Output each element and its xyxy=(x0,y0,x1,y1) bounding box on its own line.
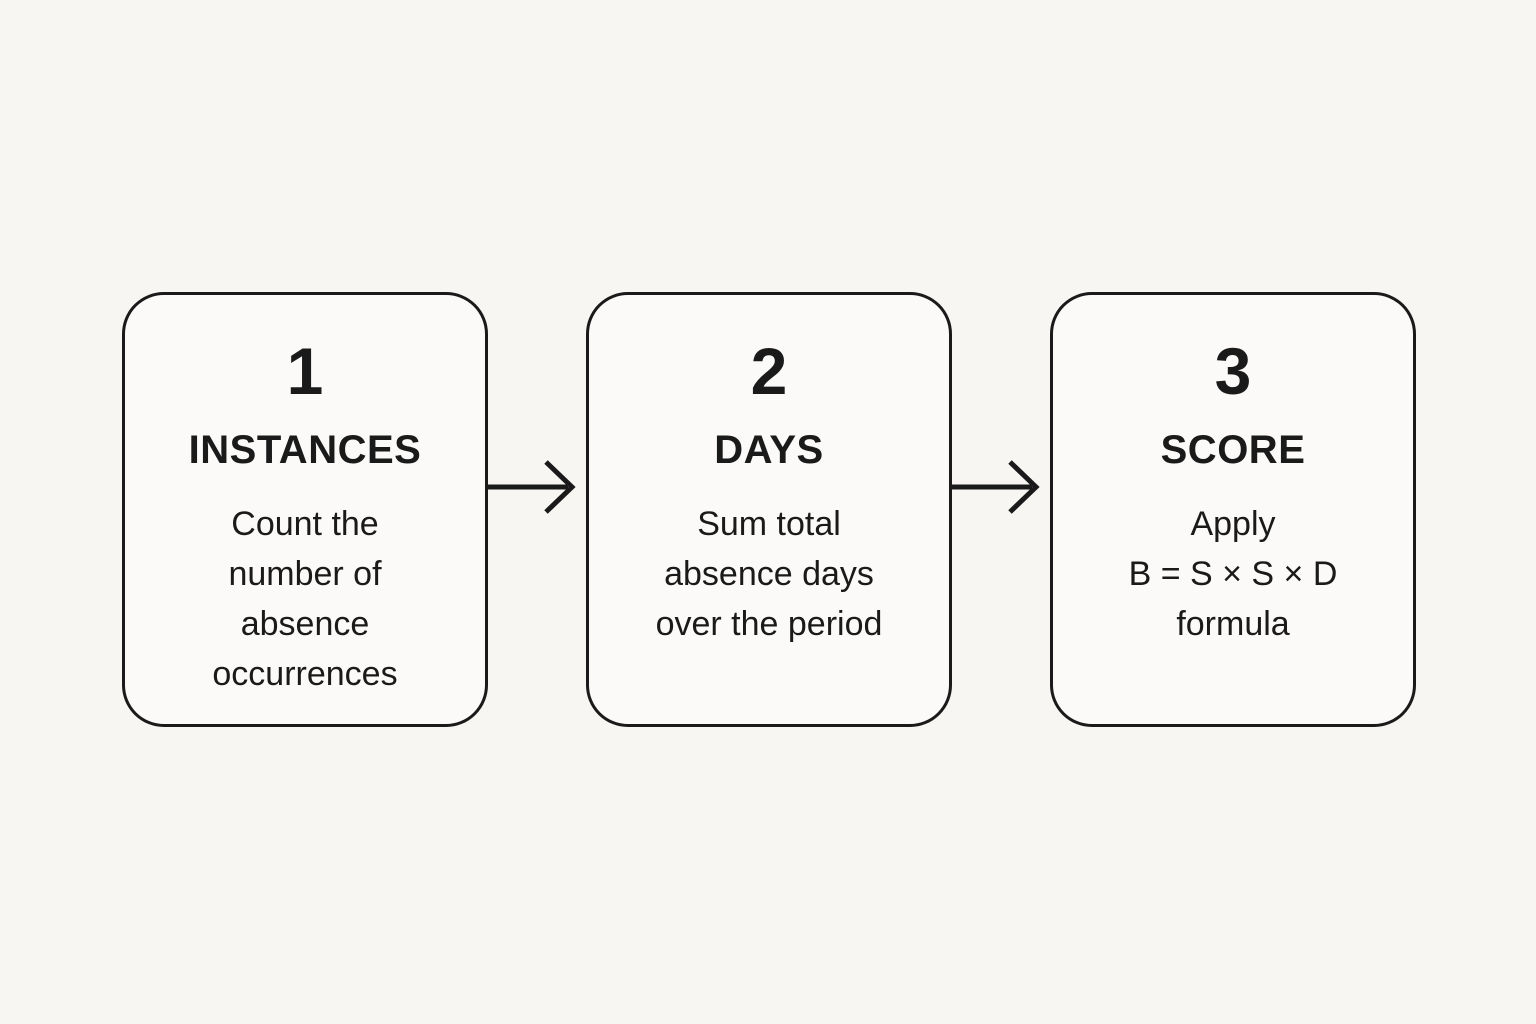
step-box-days: 2 DAYS Sum total absence days over the p… xyxy=(586,292,952,727)
step-number: 2 xyxy=(750,334,788,408)
step-box-instances: 1 INSTANCES Count the number of absence … xyxy=(122,292,488,727)
arrow-right-icon xyxy=(488,448,586,526)
step-title: SCORE xyxy=(1160,428,1306,472)
step-description: Sum total absence days over the period xyxy=(655,505,883,643)
step-box-score: 3 SCORE Apply B = S × S × D formula xyxy=(1050,292,1416,727)
step-title: INSTANCES xyxy=(188,428,422,472)
step-description: Count the number of absence occurrences xyxy=(212,505,398,693)
step-title: DAYS xyxy=(714,428,824,472)
step-number: 3 xyxy=(1214,334,1252,408)
arrow-right-icon xyxy=(952,448,1050,526)
step-description: Apply B = S × S × D formula xyxy=(1128,505,1338,643)
step-number: 1 xyxy=(286,334,324,408)
